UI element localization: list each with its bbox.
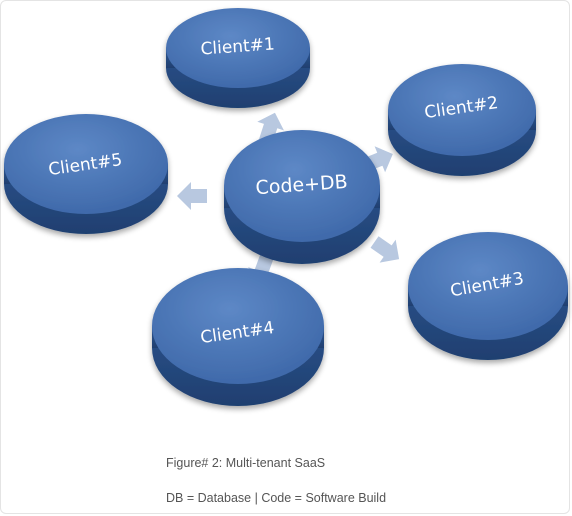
node-client-2: Client#2 — [388, 64, 536, 176]
node-client-5: Client#5 — [4, 114, 168, 234]
legend-caption: DB = Database | Code = Software Build — [166, 491, 387, 505]
arrow-to-client-5 — [177, 182, 207, 210]
arrow-to-client-3 — [370, 236, 400, 263]
node-client-1: Client#1 — [166, 8, 310, 108]
arrow-to-client-1 — [257, 112, 284, 144]
figure-caption: Figure# 2: Multi-tenant SaaS — [166, 456, 326, 470]
multi-tenant-diagram: Client#1 Client#2 Client#5 Code+DB Clien… — [4, 8, 568, 406]
node-client-4: Client#4 — [152, 268, 324, 406]
node-center: Code+DB — [224, 130, 380, 264]
node-client-3: Client#3 — [408, 232, 568, 360]
